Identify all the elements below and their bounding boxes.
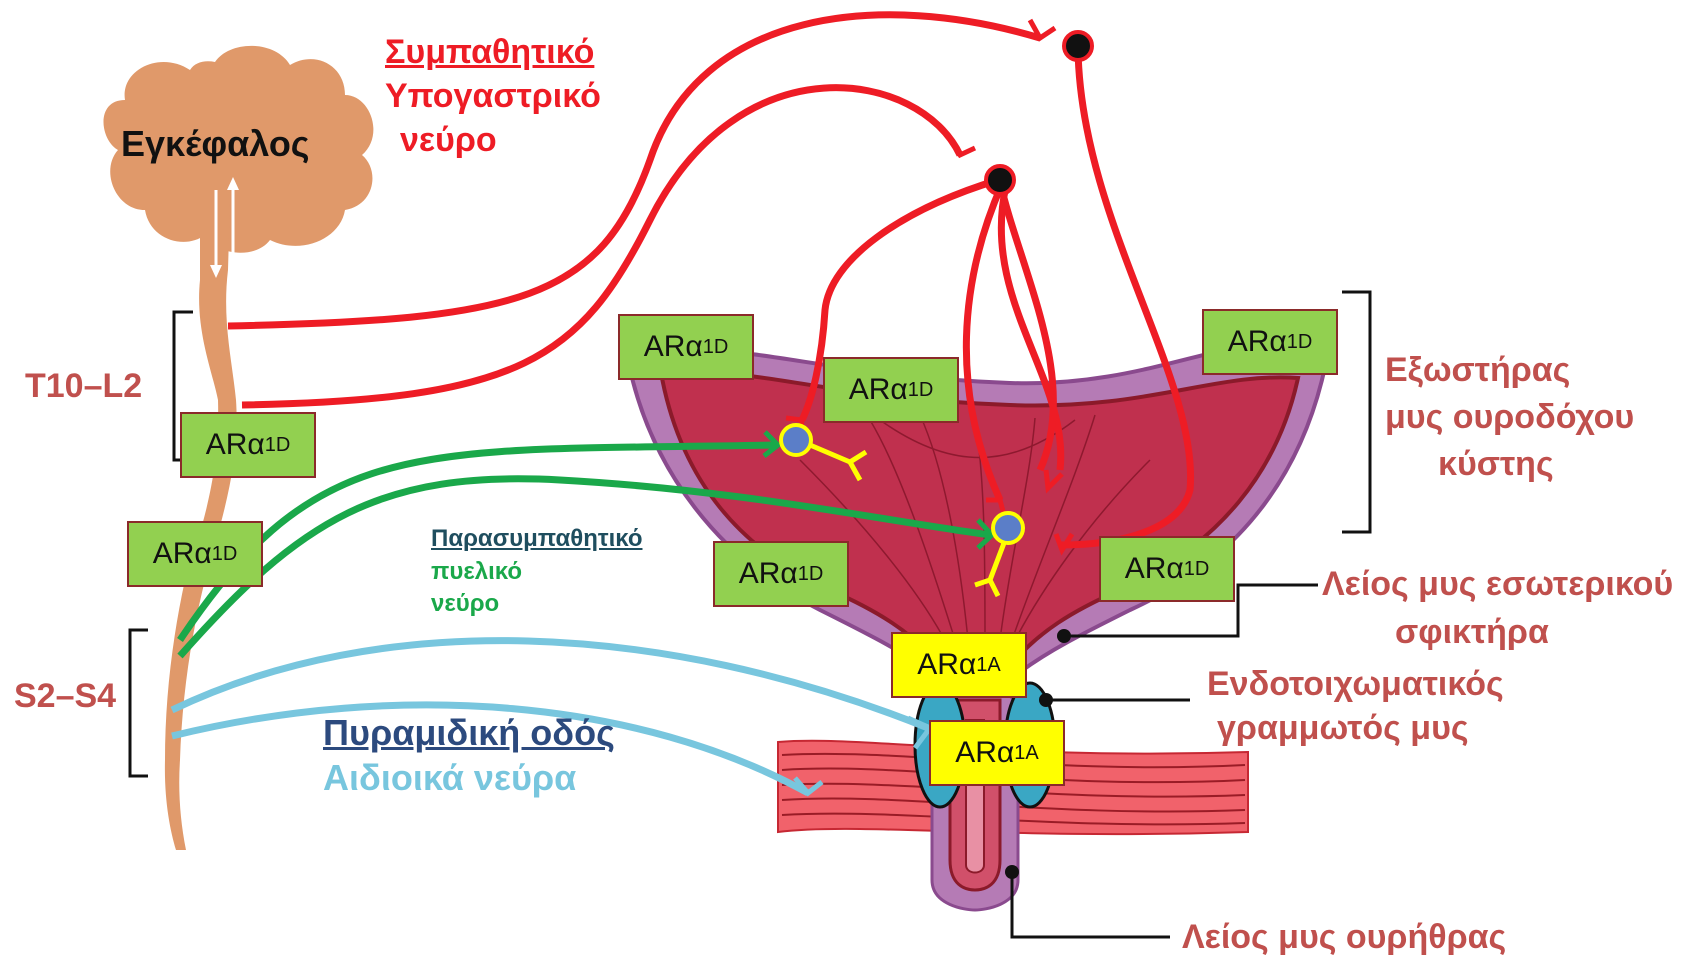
sympathetic-line3: νεύρο (400, 120, 497, 161)
sympathetic-line2: Υπογαστρικό (385, 76, 601, 117)
detrusor-bracket (1342, 292, 1370, 532)
parasympathetic-line2: πυελικό (431, 558, 522, 587)
s2-s4-bracket (130, 630, 148, 776)
rhabdosphincter-line2: γραμμωτός μυς (1217, 708, 1469, 749)
pyramidal-tract-label: Πυραμιδική οδός (323, 711, 615, 754)
parasympathetic-title: Παρασυμπαθητικό (431, 525, 642, 554)
s2-s4-label: S2–S4 (14, 676, 116, 717)
receptor-subscript: 1D (703, 336, 729, 359)
receptor-label: ARα (917, 648, 976, 682)
receptor-subscript: 1D (1287, 331, 1313, 354)
receptor-label: ARα (1228, 325, 1287, 359)
receptor-label: ARα (849, 373, 908, 407)
rhabdosphincter-line1: Ενδοτοιχωματικός (1207, 664, 1504, 705)
detrusor-line2: μυς ουροδόχου (1385, 397, 1634, 438)
receptor-subscript: 1D (212, 543, 238, 566)
pudendal-nerves-label: Αιδιοικά νεύρα (323, 756, 576, 799)
receptor-subscript: 1A (1014, 742, 1038, 765)
receptor-subscript: 1D (1184, 558, 1210, 581)
parasympathetic-line3: νεύρο (431, 590, 499, 619)
receptor-subscript: 1D (798, 563, 824, 586)
detrusor-line3: κύστης (1438, 444, 1554, 485)
receptor-label: ARα (206, 428, 265, 462)
receptor-subscript: 1A (976, 654, 1000, 677)
internal-sphincter-line1: Λείος μυς εσωτερικού (1322, 564, 1673, 605)
receptor-label: ARα (1125, 552, 1184, 586)
receptor-label: ARα (955, 736, 1014, 770)
brain-label: Εγκέφαλος (121, 122, 310, 165)
receptor-label: ARα (153, 537, 212, 571)
receptor-subscript: 1D (265, 434, 291, 457)
internal-sphincter-line2: σφικτήρα (1395, 612, 1549, 653)
sympathetic-title: Συμπαθητικό (385, 32, 594, 73)
receptor-label: ARα (739, 557, 798, 591)
sympathetic-ganglia (986, 32, 1092, 194)
t10-l2-label: T10–L2 (25, 366, 142, 407)
urethral-smooth-muscle-label: Λείος μυς ουρήθρας (1182, 917, 1506, 958)
detrusor-line1: Εξωστήρας (1385, 350, 1570, 391)
receptor-label: ARα (644, 330, 703, 364)
receptor-subscript: 1D (908, 379, 934, 402)
